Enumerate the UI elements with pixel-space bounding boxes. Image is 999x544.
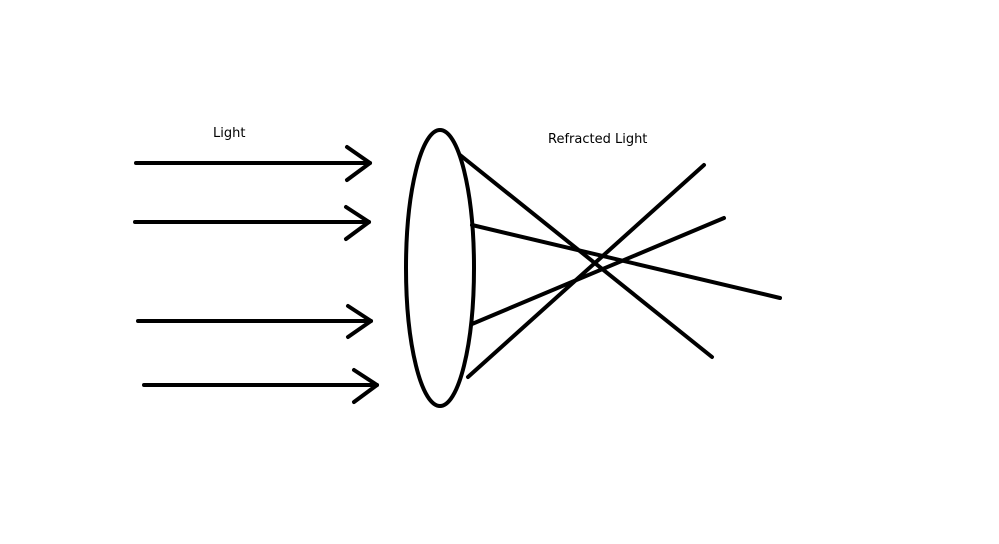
incoming-ray-3	[136, 304, 373, 339]
incoming-light-label: Light	[213, 126, 246, 141]
refracted-ray-1	[458, 153, 714, 359]
refracted-light-label: Refracted Light	[548, 132, 648, 147]
refracted-ray-3	[470, 216, 726, 326]
incoming-ray-2	[133, 205, 371, 241]
incoming-ray-1	[134, 145, 372, 182]
refracted-ray-4	[466, 163, 706, 379]
refracted-ray-2	[470, 223, 782, 300]
incoming-ray-4	[142, 368, 379, 404]
convex-lens	[404, 128, 476, 408]
